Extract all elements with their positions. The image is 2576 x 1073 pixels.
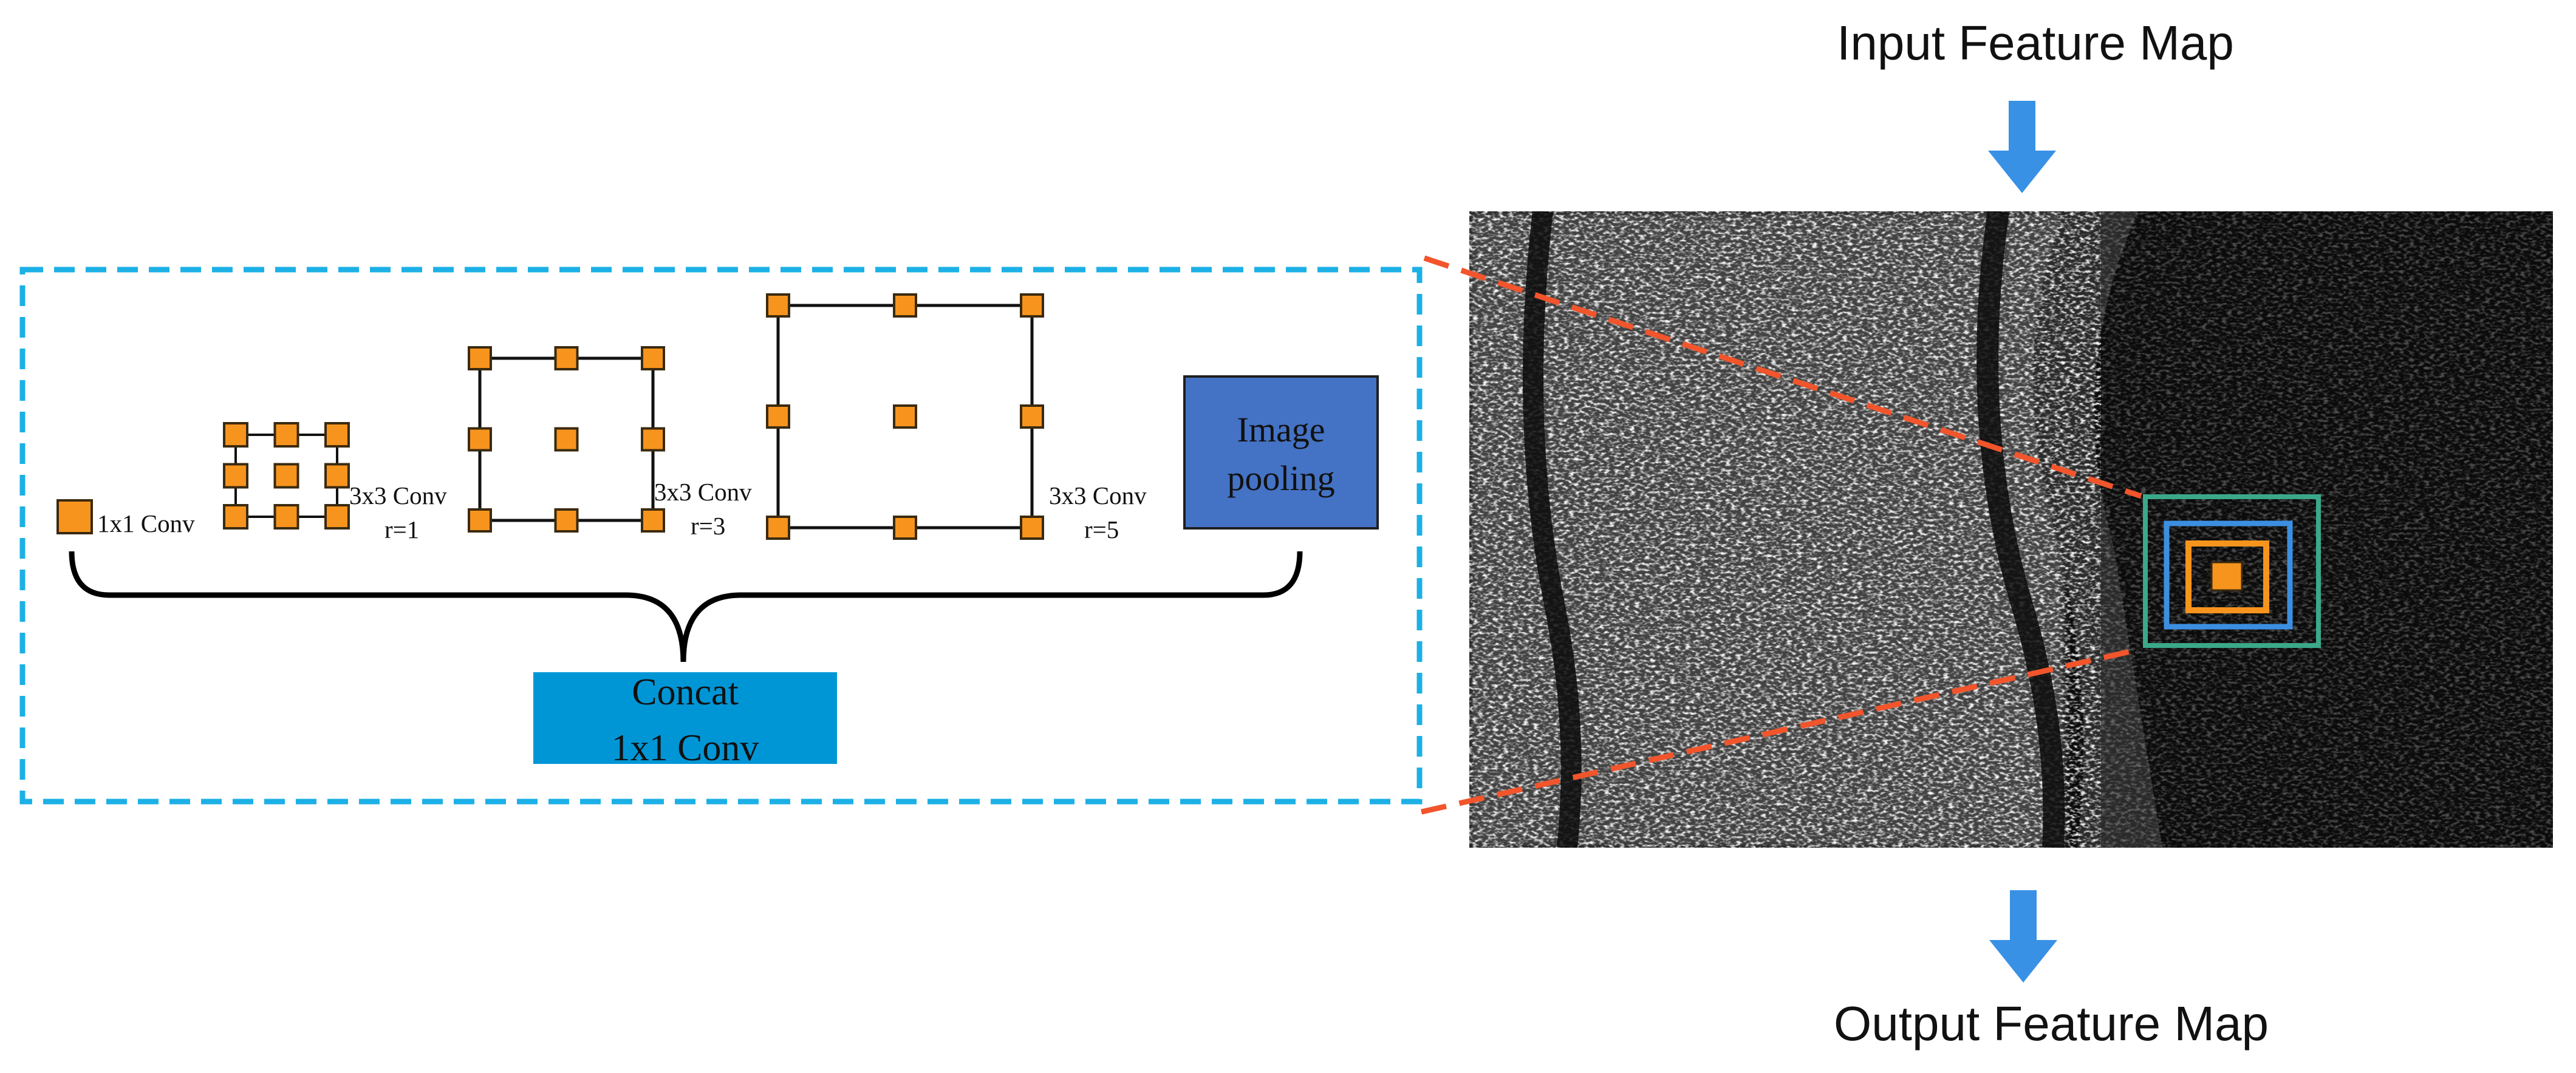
receptive-field-r3 [2164,520,2293,630]
kernel-node [468,508,492,533]
aspp-module-frame [19,267,1423,805]
kernel-node [766,516,790,540]
image-pooling-line2: pooling [1227,458,1334,498]
kernel-node [1020,516,1044,540]
concat-line2: 1x1 Conv [612,727,759,769]
kernel-node [766,404,790,429]
kernel-node [56,499,93,534]
input-feature-map-title: Input Feature Map [1837,16,2234,70]
conv-1x1-kernel [56,499,93,534]
image-pooling-box [1183,375,1379,530]
concat-block: Concat 1x1 Conv [533,672,837,769]
kernel-node [893,293,917,318]
zoom-connector-top [1423,255,2142,499]
kernel-node [893,404,917,429]
kernel-node [273,463,299,489]
conv-3x3-r3-kernel [468,346,665,533]
kernel-node [766,293,790,318]
conv-1x1-label: 1x1 Conv [97,509,195,537]
kernel-node [324,463,350,489]
image-pooling-block: Image pooling [1183,375,1379,530]
output-feature-map-title: Output Feature Map [1834,996,2269,1051]
sar-image [1469,211,2553,848]
conv-r3-label: 3x3 Conv [654,478,752,506]
conv-r1-rate: r=1 [384,516,419,543]
conv-r5-rate: r=5 [1084,516,1119,543]
down-arrow-icon [1989,890,2057,983]
concat-box [533,672,837,764]
kernel-node [1020,404,1044,429]
kernel-node [273,422,299,448]
receptive-field-center [2210,561,2243,591]
receptive-field-r5 [2143,494,2321,648]
kernel-node [324,422,350,448]
conv-3x3-r1-kernel [223,422,350,530]
kernel-node [223,504,248,530]
receptive-field-r1 [2185,540,2269,613]
concat-line1: Concat [632,672,739,713]
kernel-node [554,346,579,370]
kernel-node [641,346,665,370]
conv-3x3-r5-kernel [766,293,1044,540]
kernel-node [324,504,350,530]
kernel-node [468,346,492,370]
kernel-node [1020,293,1044,318]
kernel-node [273,504,299,530]
kernel-node [468,427,492,452]
kernel-node [554,427,579,452]
kernel-node [641,427,665,452]
image-pooling-line1: Image [1237,410,1325,449]
zoom-connector-bottom [1421,647,2139,815]
kernel-node [554,508,579,533]
conv-r1-label: 3x3 Conv [349,482,447,509]
down-arrow-icon [1988,101,2056,193]
conv-r3-rate: r=3 [691,512,725,540]
kernel-node [893,516,917,540]
merge-brace [69,551,1303,663]
kernel-node [223,463,248,489]
kernel-node [223,422,248,448]
kernel-node [641,508,665,533]
conv-r5-label: 3x3 Conv [1049,482,1147,509]
